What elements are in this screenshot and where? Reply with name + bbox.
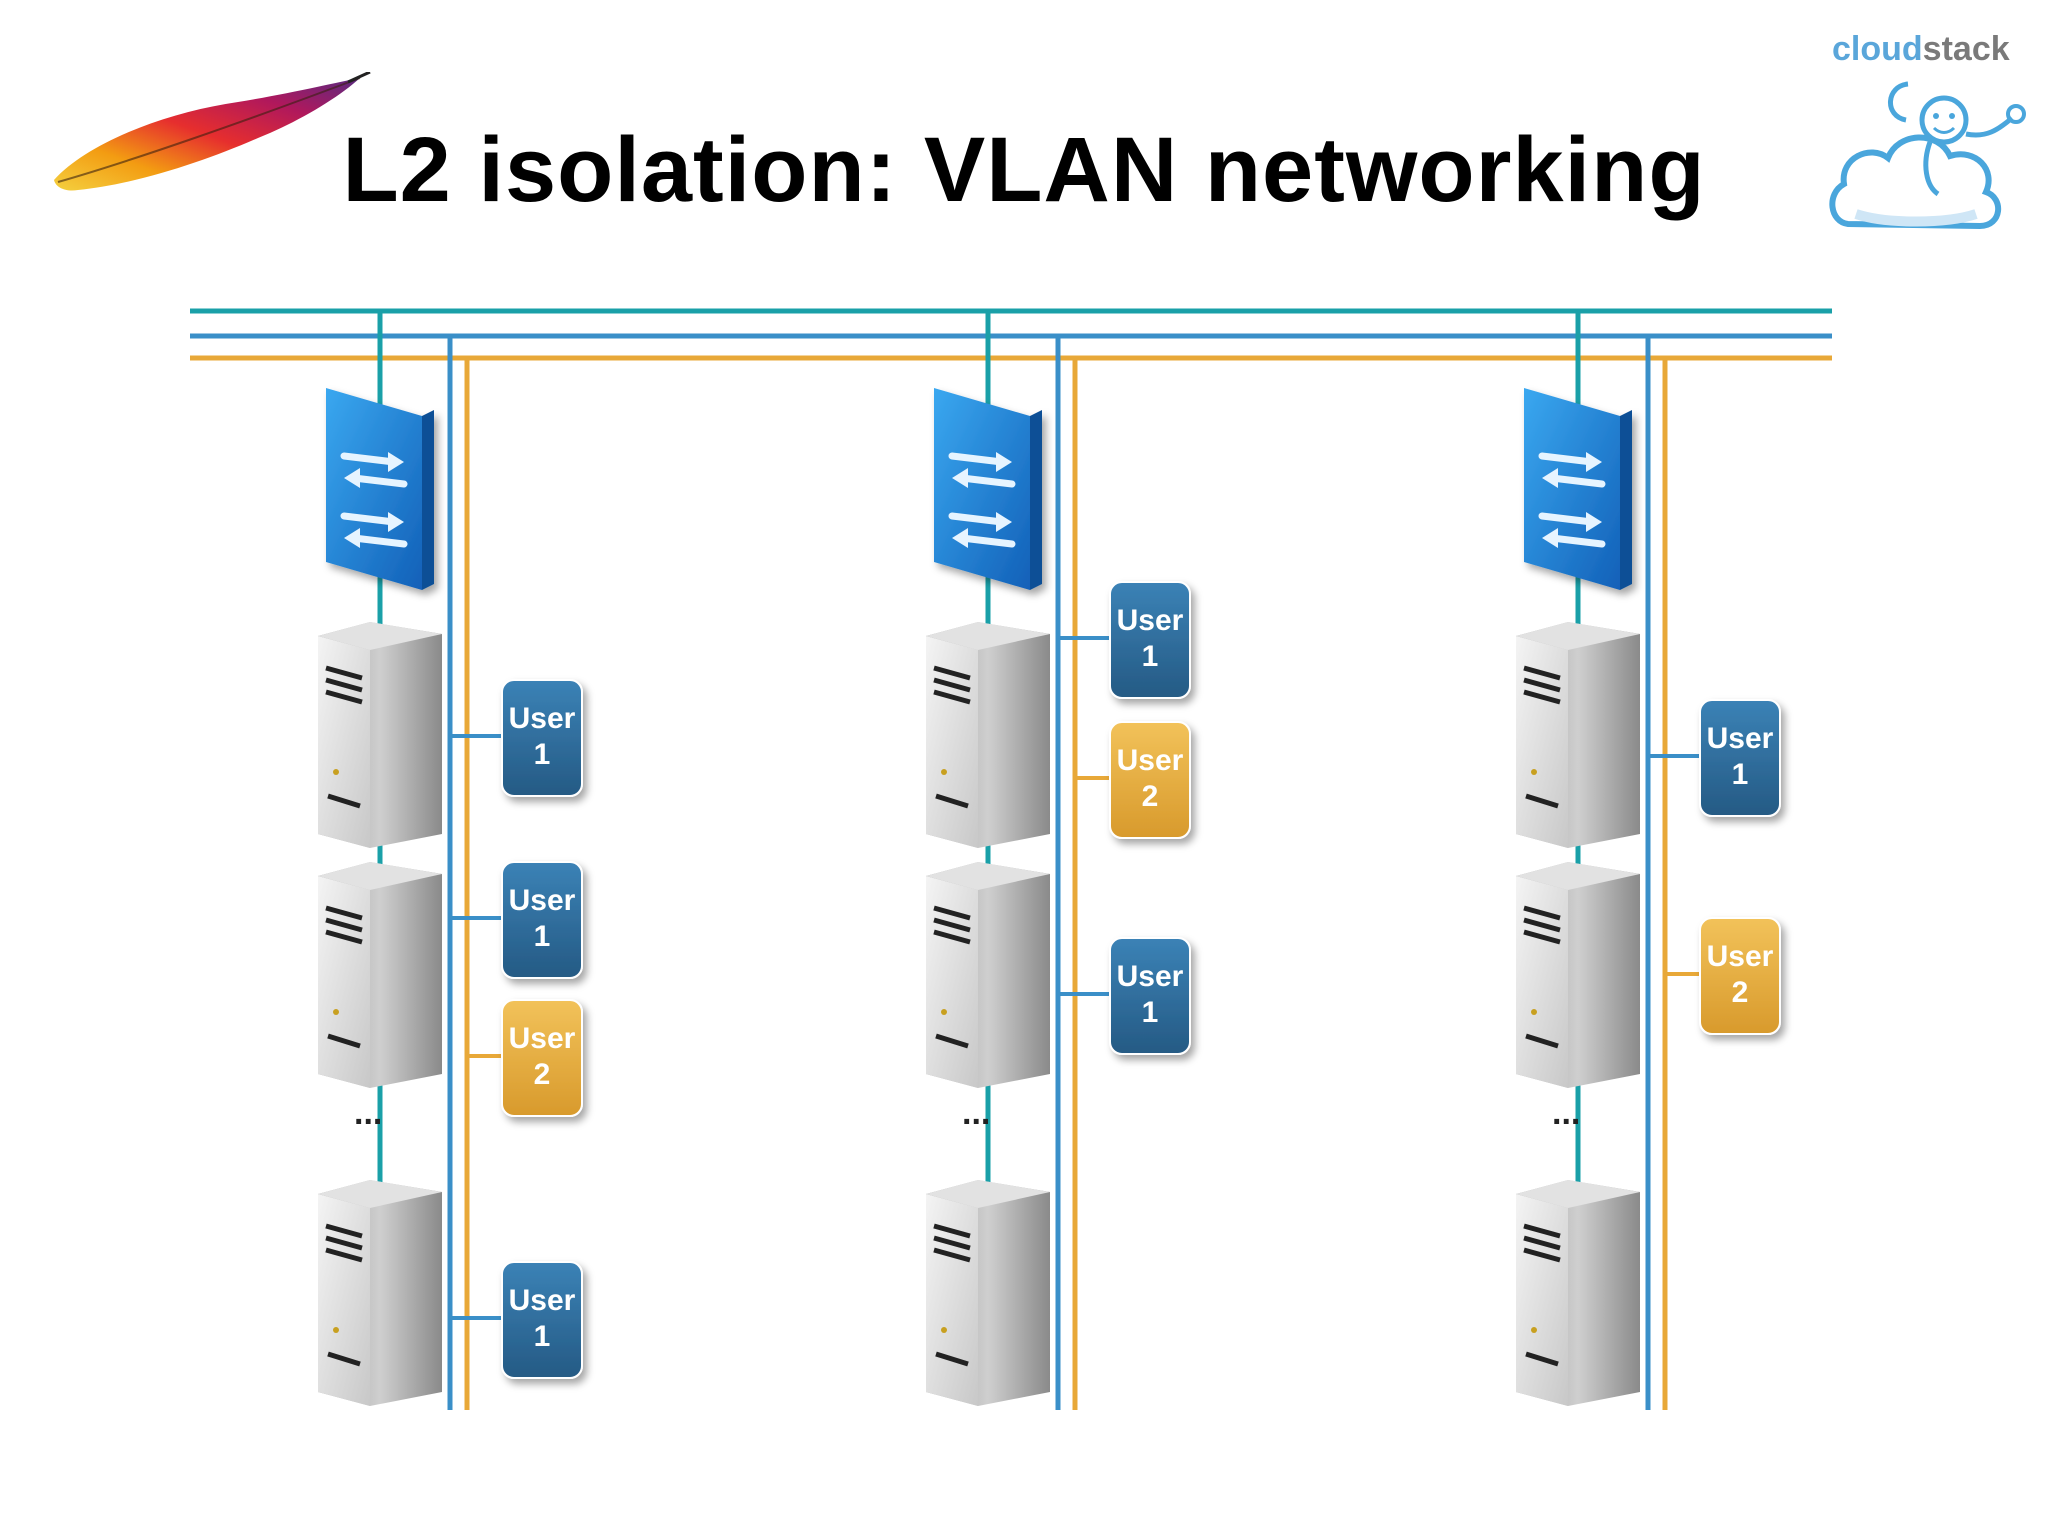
vm-label-user: User: [1707, 940, 1774, 973]
server-icon: [1516, 862, 1640, 1088]
vm-label-user: User: [1117, 744, 1184, 777]
vm-label-number: 2: [534, 1058, 551, 1091]
more-servers-ellipsis: ...: [1552, 1094, 1580, 1132]
server-icon: [1516, 1180, 1640, 1406]
server-icon: [926, 622, 1050, 848]
vm-label-user: User: [509, 1284, 576, 1317]
feather-icon: [54, 72, 371, 191]
vm-label-user: User: [1117, 604, 1184, 637]
vm-label-number: 1: [534, 920, 551, 953]
more-servers-ellipsis: ...: [962, 1094, 990, 1132]
logo-word-stack: stack: [1922, 30, 2010, 68]
vm-label-number: 1: [1142, 996, 1159, 1029]
vm-label-number: 1: [534, 738, 551, 771]
page-title: L2 isolation: VLAN networking: [342, 119, 1706, 221]
vm-label-user: User: [509, 884, 576, 917]
vm-label-number: 2: [1142, 780, 1159, 813]
cloudstack-logo: cloudstack: [1826, 30, 2026, 250]
more-servers-ellipsis: ...: [354, 1094, 382, 1132]
server-icon: [318, 622, 442, 848]
vm-label-user: User: [1117, 960, 1184, 993]
server-icon: [926, 862, 1050, 1088]
vm-label-number: 1: [1732, 758, 1749, 791]
network-switch-icon: [326, 388, 434, 590]
cloud-monkey-icon: [1829, 81, 2026, 230]
vm-label-user: User: [509, 1022, 576, 1055]
server-icon: [926, 1180, 1050, 1406]
cloudstack-wordmark: cloudstack: [1832, 30, 2010, 69]
network-switch-icon: [934, 388, 1042, 590]
vm-label-user: User: [1707, 722, 1774, 755]
vm-label-number: 1: [1142, 640, 1159, 673]
server-icon: [1516, 622, 1640, 848]
server-icon: [318, 1180, 442, 1406]
vm-label-number: 2: [1732, 976, 1749, 1009]
logo-word-cloud: cloud: [1832, 30, 1923, 68]
vm-label-user: User: [509, 702, 576, 735]
server-icon: [318, 862, 442, 1088]
vm-label-number: 1: [534, 1320, 551, 1353]
network-switch-icon: [1524, 388, 1632, 590]
